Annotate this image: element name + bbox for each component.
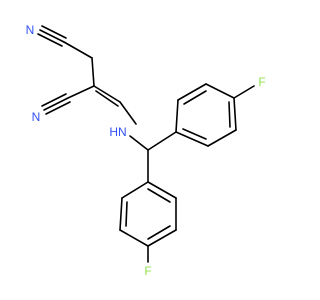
ch2-bond [63,41,93,59]
nitrile-top-bond [37,25,67,47]
top-ring-fluorine-label: F [258,75,265,89]
bottom-ring-fluorine-label: F [144,264,151,278]
vinyl-to-nh-bond [119,101,137,125]
ch-to-top-ring-bond [147,131,177,151]
amine-nh-label: HN [109,125,126,139]
ch2-to-alkene-bond [91,57,95,87]
top-ring-cf-bond [233,85,255,99]
alkene-double-bond [93,85,121,107]
nitrile-left-nitrogen-label: N [32,110,41,124]
nh-to-ch-bond [129,135,149,151]
bottom-fluorophenyl-ring [119,181,177,247]
molecule-structure-diagram: N N HN F F [26,23,266,278]
nitrile-top-nitrogen-label: N [26,23,35,37]
nitrile-left-to-alkene-bond [67,85,95,99]
top-fluorophenyl-ring [175,83,237,147]
nitrile-left-bond [41,93,71,115]
